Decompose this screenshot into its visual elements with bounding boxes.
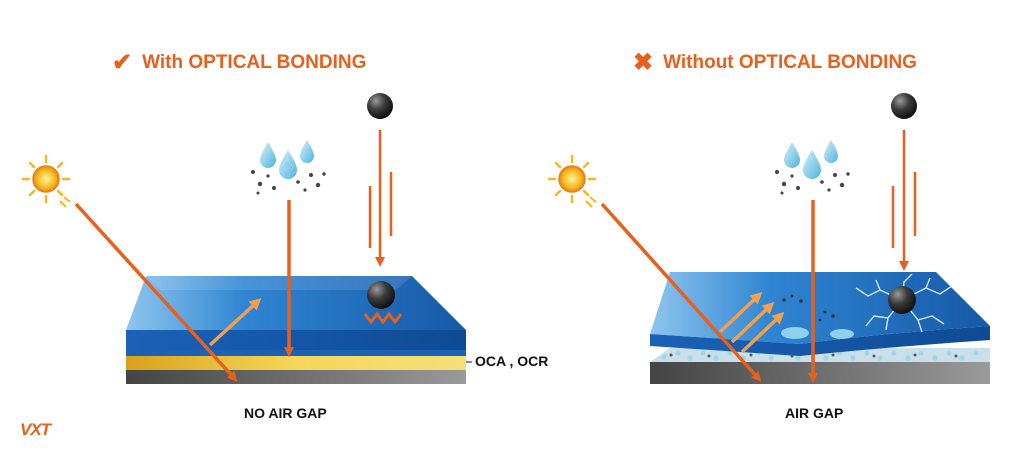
display-base-layer: [126, 370, 466, 384]
right-panel-title: ✖ Without OPTICAL BONDING: [633, 48, 917, 78]
right-panel-title-text: Without OPTICAL BONDING: [663, 52, 917, 73]
display-base-layer-right: [650, 362, 990, 384]
sun-icon-right: [547, 154, 597, 208]
dust-particles: [251, 170, 326, 195]
vxt-logo: VXT: [20, 420, 51, 439]
check-icon: ✔: [112, 49, 133, 76]
impact-ball-icon: [367, 93, 393, 119]
oca-adhesive-layer: [126, 356, 466, 370]
impact-motion-lines-right: [891, 130, 917, 271]
impact-absorb-mark: [363, 311, 403, 325]
oca-ocr-label: OCA , OCR: [475, 353, 549, 369]
right-panel-illustration: [547, 93, 990, 384]
water-drops-icon-right: [784, 140, 838, 179]
left-panel-illustration: [21, 93, 466, 384]
sunlight-ray-right: [600, 202, 762, 382]
reflected-ray: [208, 297, 262, 347]
impact-motion-lines: [368, 130, 393, 267]
sunlight-ray: [74, 202, 238, 382]
water-puddles: [781, 327, 854, 339]
left-panel-title-text: With OPTICAL BONDING: [142, 52, 367, 73]
impact-ball-on-glass-right: [888, 286, 916, 314]
sun-icon: [21, 154, 71, 208]
left-panel-title: ✔ With OPTICAL BONDING: [112, 48, 366, 78]
air-gap-caption: AIR GAP: [785, 405, 844, 421]
cross-icon: ✖: [633, 49, 654, 76]
reflected-rays-right: [718, 291, 785, 354]
no-air-gap-caption: NO AIR GAP: [244, 405, 327, 421]
water-drops-icon: [260, 140, 314, 179]
impact-ball-on-glass: [367, 281, 395, 309]
dust-particles-right: [775, 170, 850, 195]
impact-ball-icon-right: [891, 93, 917, 119]
